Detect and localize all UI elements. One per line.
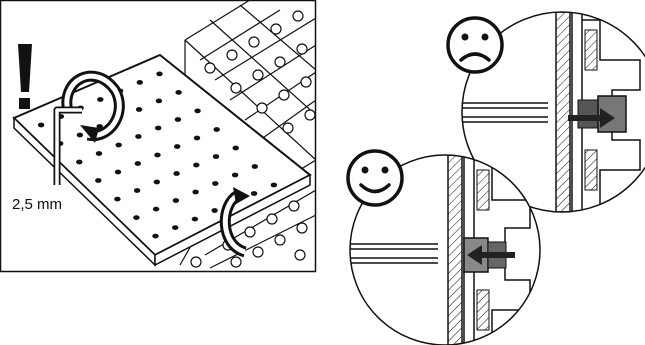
plate-hole bbox=[156, 72, 162, 77]
plate-hole bbox=[251, 191, 257, 196]
plate-hole bbox=[193, 163, 199, 168]
plate-hole bbox=[134, 188, 140, 193]
plate-hole bbox=[173, 171, 179, 176]
plate-hole bbox=[155, 126, 161, 131]
left-panel bbox=[1, 0, 317, 272]
plate-hole bbox=[114, 197, 120, 202]
plate-hole bbox=[175, 117, 181, 122]
sad-face-icon bbox=[448, 18, 502, 72]
plate-hole bbox=[97, 97, 103, 102]
plate-hole bbox=[135, 134, 141, 139]
plate-hole bbox=[175, 90, 181, 95]
plate-hole bbox=[137, 80, 143, 85]
plate-hole bbox=[233, 146, 239, 151]
plate-hole bbox=[172, 225, 178, 230]
plate-hole bbox=[133, 215, 139, 220]
plate-hole bbox=[214, 127, 220, 132]
plate-hole bbox=[192, 190, 198, 195]
plate-hole bbox=[38, 123, 44, 128]
plate-hole bbox=[77, 133, 83, 138]
plate-hole bbox=[173, 198, 179, 203]
plate-hole bbox=[212, 181, 218, 186]
plate-hole bbox=[174, 144, 180, 149]
plate-hole bbox=[156, 99, 162, 104]
plate-hole bbox=[154, 153, 160, 158]
plate-hole bbox=[135, 161, 141, 166]
plate-hole bbox=[96, 151, 102, 156]
plate-hole bbox=[232, 173, 238, 178]
plate-hole bbox=[115, 170, 121, 175]
plate-hole bbox=[192, 217, 198, 222]
exclamation-icon bbox=[18, 44, 32, 109]
plate-hole bbox=[153, 207, 159, 212]
plate-hole bbox=[136, 107, 142, 112]
happy-face-icon bbox=[348, 151, 402, 205]
plate-hole bbox=[212, 208, 218, 213]
plate-hole bbox=[271, 183, 277, 188]
plate-hole bbox=[95, 178, 101, 183]
plate-hole bbox=[76, 160, 82, 165]
plate-hole bbox=[152, 234, 158, 239]
plate-hole bbox=[213, 154, 219, 159]
plate-hole bbox=[252, 164, 258, 169]
plate-hole bbox=[154, 180, 160, 185]
tool-size-label: 2,5 mm bbox=[10, 196, 64, 214]
plate-hole bbox=[194, 136, 200, 141]
plate-hole bbox=[116, 143, 122, 148]
plate-hole bbox=[194, 109, 200, 114]
